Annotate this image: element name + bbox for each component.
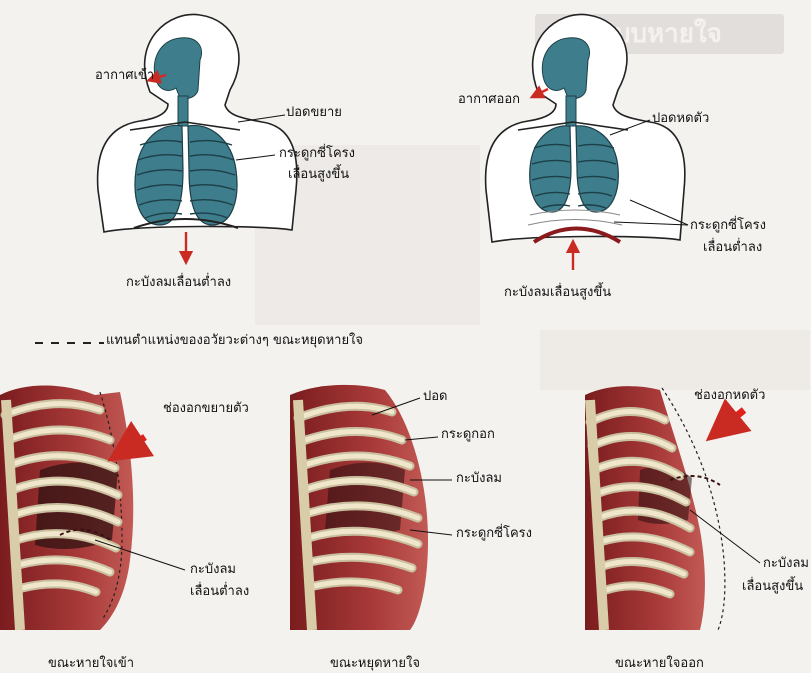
label-diaphragm: กะบังลม (456, 472, 502, 487)
label-exhale-air: อากาศออก (458, 93, 520, 108)
label-ribs-rise-2: เลื่อนสูงขึ้น (288, 168, 349, 183)
label-diaphragm-3b: เลื่อนสูงขึ้น (742, 580, 803, 595)
label-diaphragm-up: กะบังลมเลื่อนสูงขึ้น (504, 286, 611, 301)
legend-text: แทนตำแหน่งของอวัยวะต่างๆ ขณะหยุดหายใจ (106, 334, 363, 349)
label-ribs: กระดูกซี่โครง (456, 527, 532, 542)
label-ribs-rise-1: กระดูกซี่โครง (279, 147, 355, 162)
exhale-ribcage-figure (585, 386, 760, 630)
label-chest-contract: ช่องอกหดตัว (694, 389, 765, 404)
inhale-torso-figure (98, 14, 297, 258)
label-diaphragm-down: กะบังลมเลื่อนต่ำลง (126, 276, 231, 291)
label-lungs-expand: ปอดขยาย (286, 106, 342, 121)
exhale-torso-figure (486, 14, 688, 270)
label-diaphragm-1a: กะบังลม (190, 563, 236, 578)
label-inhale-air: อากาศเข้า (95, 69, 154, 84)
label-chest-expand: ช่องอกขยายตัว (163, 402, 249, 417)
inhale-ribcage-figure (0, 386, 185, 630)
label-sternum: กระดูกอก (441, 428, 495, 443)
caption-inhale: ขณะหายใจเข้า (48, 652, 134, 673)
label-lung: ปอด (423, 390, 448, 405)
label-diaphragm-1b: เลื่อนต่ำลง (190, 585, 249, 600)
caption-pause: ขณะหยุดหายใจ (330, 652, 420, 673)
label-lungs-contract: ปอดหดตัว (652, 112, 709, 127)
pause-ribcage-figure (290, 385, 452, 630)
caption-exhale: ขณะหายใจออก (615, 652, 704, 673)
label-ribs-lower-2: เลื่อนต่ำลง (703, 241, 762, 256)
label-ribs-lower-1: กระดูกซี่โครง (690, 219, 766, 234)
label-diaphragm-3a: กะบังลม (763, 557, 809, 572)
